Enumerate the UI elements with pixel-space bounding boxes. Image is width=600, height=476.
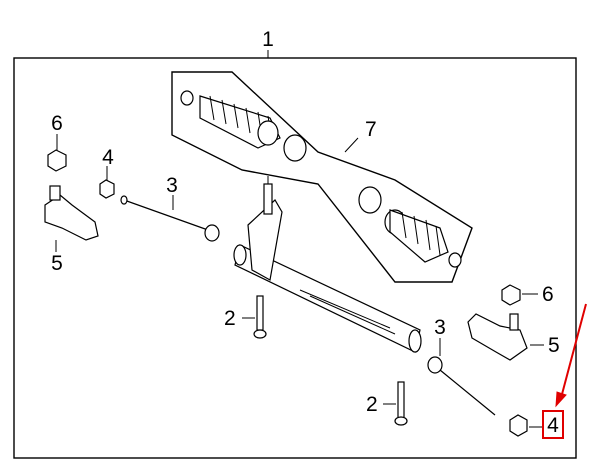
callout-7: 7 [365,118,377,141]
callout-2-b: 2 [366,393,378,416]
callout-5-right: 5 [548,334,560,357]
callout-5-left: 5 [51,252,63,275]
jam-nut-right [509,414,528,437]
boot-kit-leader [344,137,359,153]
bellows-boot-lower [384,209,462,268]
castle-nut-right [501,284,521,306]
mounting-bolt-b [394,381,408,426]
callout-3-right: 3 [434,316,446,339]
inner-tie-rod-right [427,356,496,416]
outer-tie-rod-end-right [467,313,528,361]
boot-kit-box [171,71,473,283]
clamp-ring-upper [283,134,307,162]
bellows-boot-upper [180,90,281,149]
highlight-box [542,410,564,439]
inner-tie-rod-left [120,195,220,242]
callout-3-left: 3 [166,174,178,197]
assembly-frame [13,57,577,459]
clamp-ring-lower [358,186,382,214]
callout-2-a: 2 [224,307,236,330]
callout-1: 1 [262,28,274,51]
rack-housing [233,176,422,353]
mounting-bolt-a [253,295,267,339]
callout-6-left: 6 [51,112,63,135]
jam-nut-left [99,179,115,199]
highlight-arrow [555,303,587,408]
castle-nut-left [47,149,67,172]
callout-6-right: 6 [542,283,554,306]
callout-4-right: 4 [547,414,559,437]
callout-4-left: 4 [102,146,114,169]
outer-tie-rod-end-left [44,185,99,241]
